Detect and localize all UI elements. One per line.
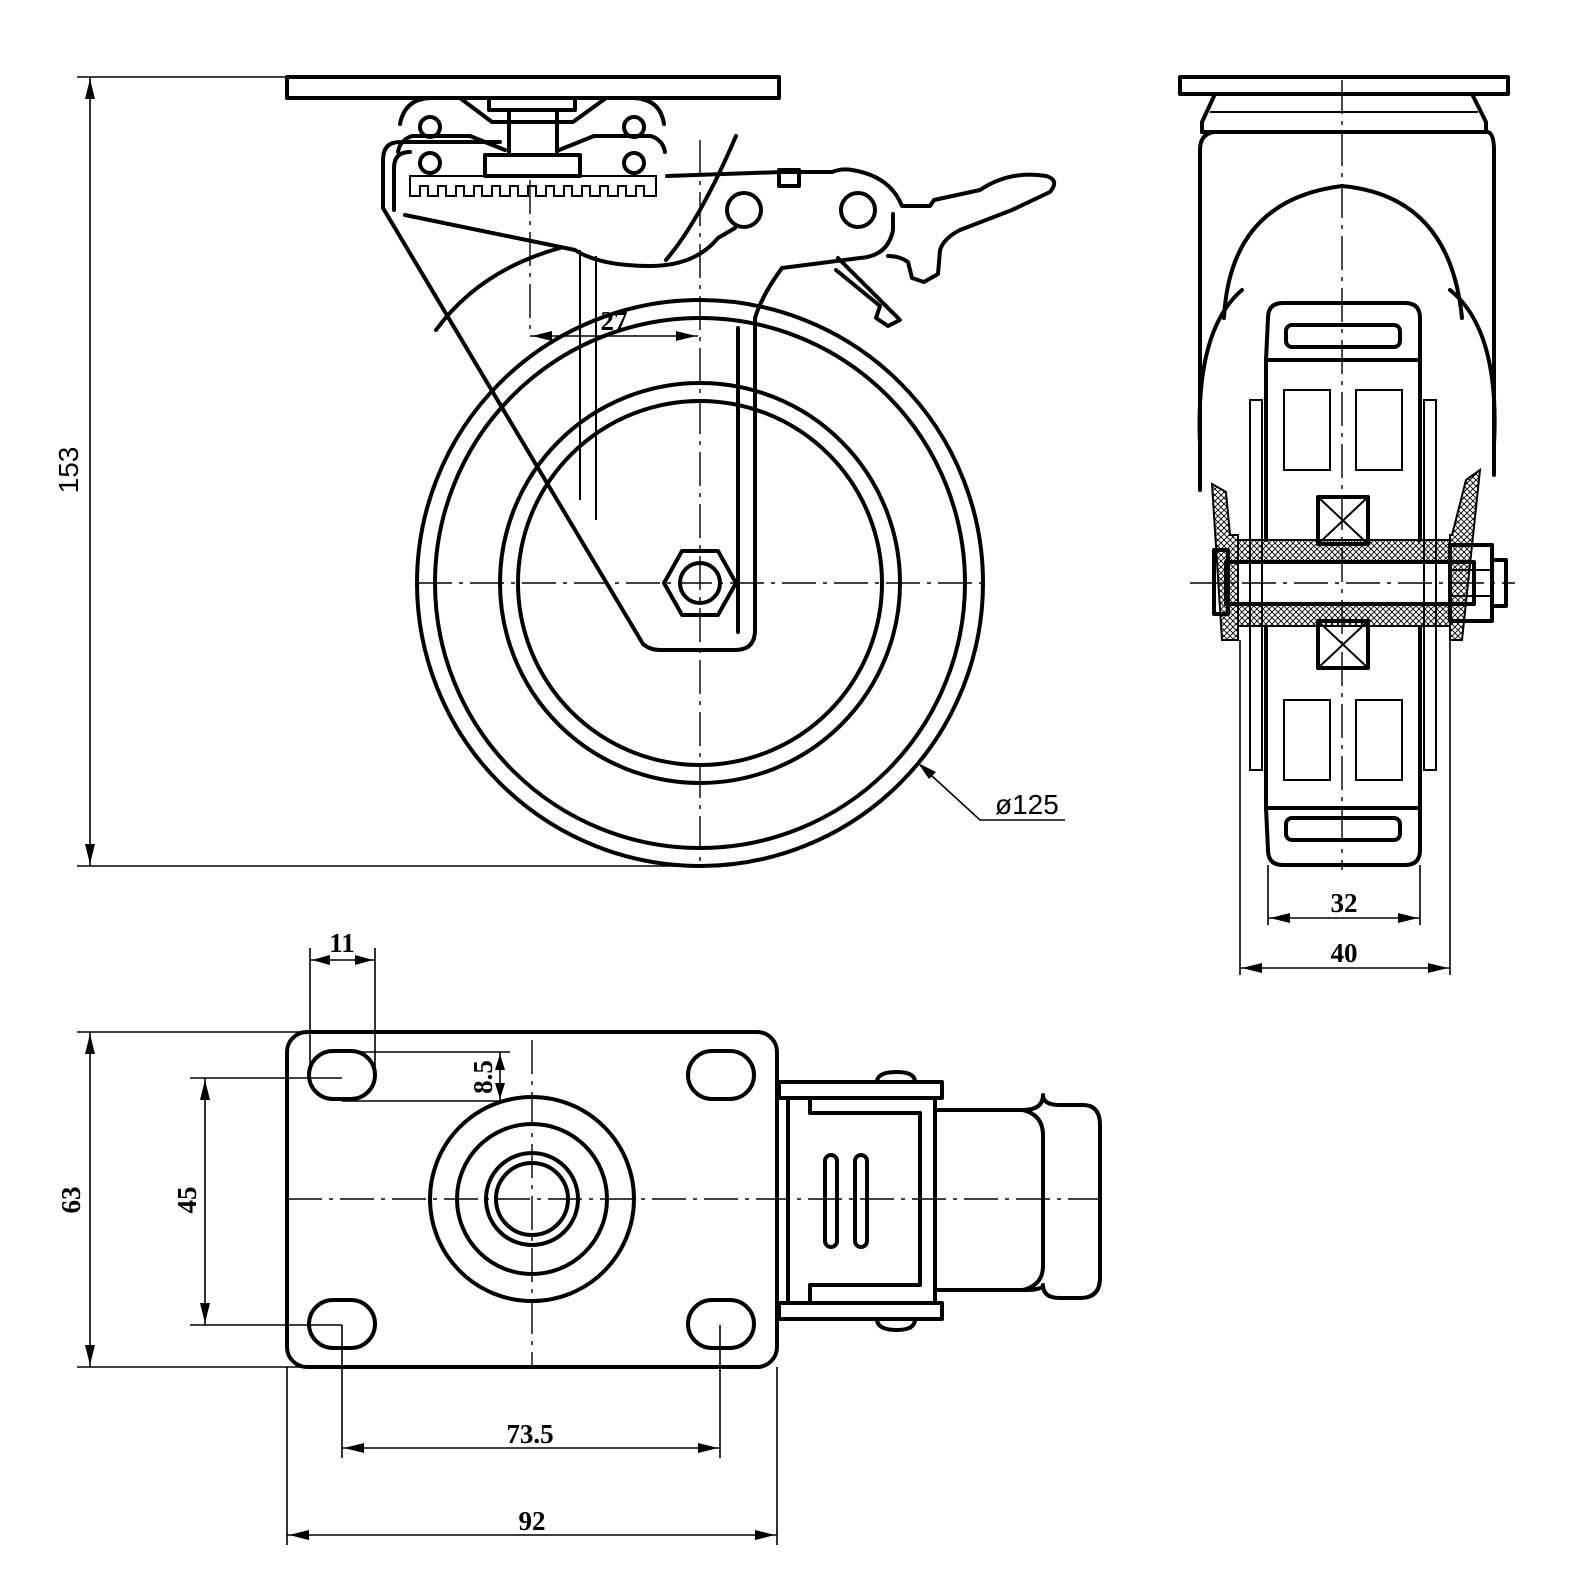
dim-hole-size: 11 — [329, 928, 355, 958]
dim-plate-width: 63 — [56, 1187, 86, 1214]
dimension-labels: 153 ø125 27 32 40 11 8.5 63 45 73.5 92 — [53, 306, 1358, 1536]
brake-lever — [434, 134, 1057, 332]
top-view — [285, 1030, 1108, 1369]
dim-wheel-width: 32 — [1331, 888, 1358, 918]
brake-teeth — [409, 175, 657, 197]
fork-bracket — [381, 140, 895, 652]
dim-plate-length: 92 — [519, 1506, 546, 1536]
lever-pivot-right — [839, 191, 877, 229]
dim-wheel-diameter: ø125 — [995, 789, 1059, 820]
dim-hole-spacing-short: 45 — [172, 1187, 202, 1214]
dim-fork-width: 40 — [1331, 938, 1358, 968]
side-fork — [1198, 130, 1496, 492]
top-mounting-plate — [285, 75, 781, 100]
lever-pivot-left — [725, 191, 763, 229]
dim-hole-spacing-long: 73.5 — [506, 1419, 553, 1449]
mounting-hole — [686, 1298, 756, 1350]
mounting-hole — [307, 1049, 377, 1101]
brake-pedal-top — [777, 1070, 1102, 1332]
dimension-lines — [77, 76, 1451, 1545]
swivel-housing — [396, 96, 667, 178]
dim-offset: 27 — [601, 306, 628, 336]
dim-slot-length: 8.5 — [468, 1060, 498, 1094]
mounting-hole — [686, 1049, 756, 1101]
side-top-plate — [1178, 75, 1510, 96]
front-view — [285, 75, 1057, 868]
dim-overall-height: 153 — [53, 447, 84, 494]
wheel-side — [1210, 301, 1508, 867]
side-view — [1178, 75, 1515, 870]
